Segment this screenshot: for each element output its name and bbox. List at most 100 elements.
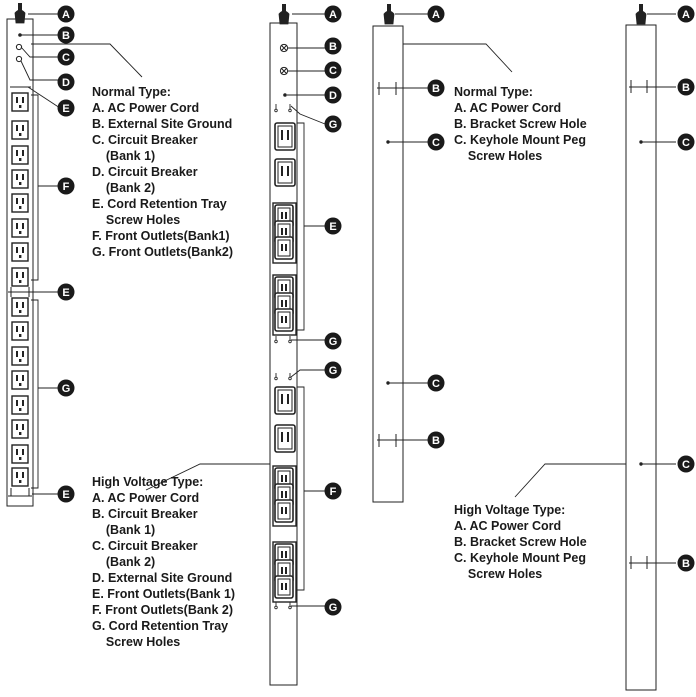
callout-badge-circle: [57, 26, 75, 44]
bracket-screw-hole: [629, 556, 651, 569]
callout-letter: E: [62, 489, 69, 501]
legend-item: F. Front Outlets(Bank1): [92, 229, 230, 243]
legend-item: F. Front Outlets(Bank 2): [92, 603, 233, 617]
outlet-slot: [22, 449, 24, 455]
screw-hole: [274, 108, 278, 113]
callout-d: D: [57, 73, 75, 91]
outlet-slot: [22, 326, 24, 332]
outlet-ground: [19, 255, 22, 258]
outlet-frame: [11, 444, 29, 464]
outlet-slot: [22, 351, 24, 357]
bracket-bank1: [297, 122, 305, 331]
outlet-pin: [285, 567, 287, 574]
outlet-pin: [285, 551, 287, 558]
callout-badge-circle: [324, 115, 342, 133]
callout-letter: G: [329, 602, 338, 614]
callout-badge-circle: [57, 283, 75, 301]
bracket-screw-hole: [377, 434, 399, 447]
leader-g3: [290, 369, 325, 378]
outlet-frame: [11, 169, 29, 189]
callout-b: B: [324, 37, 342, 55]
callout-a: A: [324, 5, 342, 23]
nema-outlet: [11, 218, 29, 238]
callout-letter: A: [62, 9, 70, 21]
outlet-frame: [11, 267, 29, 287]
outlet-frame: [11, 120, 29, 140]
callout-letter: G: [329, 365, 338, 377]
callout-badge-circle: [57, 73, 75, 91]
screw-hole: [274, 605, 278, 610]
legend-item: (Bank 2): [92, 555, 156, 569]
outlet-pin: [281, 284, 283, 291]
plug-head: [14, 9, 26, 24]
outlet-group-frame: [272, 202, 297, 264]
callout-e: E: [57, 485, 75, 503]
outlet-frame: [11, 242, 29, 262]
outlet-slot: [22, 223, 24, 229]
outlet-slot: [16, 449, 18, 455]
callout-letter: B: [62, 30, 70, 42]
outlet-frame: [11, 321, 29, 341]
breaker-bank2: [279, 66, 289, 76]
outlet-ground: [19, 480, 22, 483]
iec-outlet: [274, 158, 296, 187]
nema-outlet: [11, 145, 29, 165]
callout-letter: E: [62, 287, 69, 299]
outlet-frame: [274, 158, 296, 187]
breaker-bank1: [279, 43, 289, 53]
outlet-pin: [285, 212, 287, 219]
outlet-frame: [274, 575, 294, 599]
bracket-screw-hole: [629, 80, 651, 93]
outlet-inner: [277, 389, 293, 412]
outlet-pin: [285, 583, 287, 590]
outlet-pin: [281, 166, 283, 176]
outlet-slot: [16, 247, 18, 253]
outlet-pin: [281, 475, 283, 482]
outlet-slot: [16, 198, 18, 204]
cord: [387, 4, 391, 12]
callout-letter: G: [329, 119, 338, 131]
legend-item: C. Circuit Breaker: [92, 133, 198, 147]
leader-legend-hv: [145, 463, 270, 491]
callout-badge-circle: [677, 78, 695, 96]
outlet-slot: [16, 97, 18, 103]
outlet-pin: [281, 432, 283, 442]
callout-letter: G: [62, 383, 71, 395]
outlet-slot: [22, 97, 24, 103]
nema-outlet: [11, 395, 29, 415]
outlet-frame: [274, 386, 296, 415]
outlet-pin: [285, 300, 287, 307]
callout-c: C: [427, 133, 445, 151]
outlet-ground: [19, 231, 22, 234]
outlet-slot: [22, 400, 24, 406]
callout-badge-circle: [677, 133, 695, 151]
callout-a: A: [57, 5, 75, 23]
outlet-slot: [16, 150, 18, 156]
leader-d: [20, 60, 60, 81]
callout-g: G: [324, 115, 342, 133]
outlet-frame: [274, 236, 294, 260]
callout-letter: B: [682, 82, 690, 94]
outlet-pin: [287, 432, 289, 442]
callout-badge-circle: [427, 133, 445, 151]
nema-outlet: [11, 444, 29, 464]
legend-title: Normal Type:: [454, 85, 533, 99]
iec-outlet: [274, 499, 294, 523]
outlet-slot: [16, 223, 18, 229]
callout-g: G: [57, 379, 75, 397]
callout-badge-circle: [57, 48, 75, 66]
tray-holes-middle: [8, 287, 32, 297]
legend-item: A. AC Power Cord: [92, 491, 200, 505]
breaker-bank2: [15, 55, 23, 63]
callout-letter: A: [682, 9, 690, 21]
legend-item: G. Front Outlets(Bank2): [92, 245, 233, 259]
legend-item: B. Bracket Screw Hole: [454, 535, 587, 549]
iec-outlet: [274, 308, 294, 332]
pdu-rear-normal-body: [372, 25, 404, 503]
outlet-slot: [16, 302, 18, 308]
callout-badge-circle: [324, 61, 342, 79]
